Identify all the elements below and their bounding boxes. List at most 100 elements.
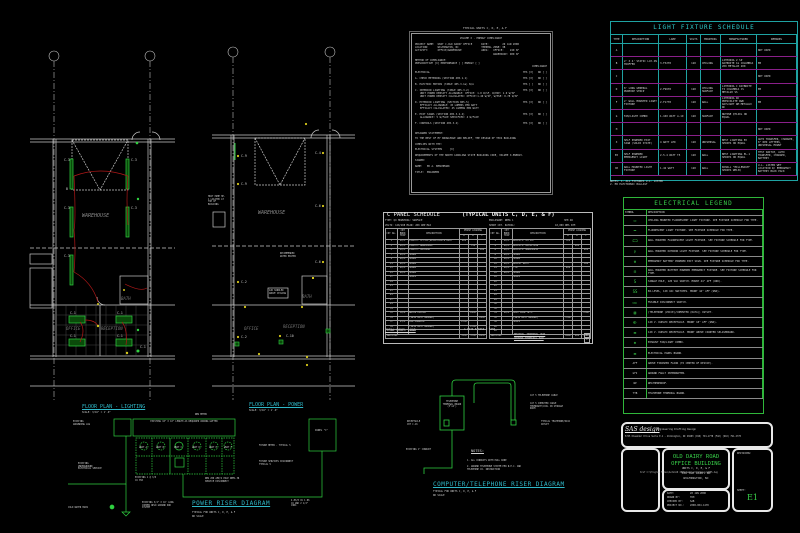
phase-c: C xyxy=(581,233,591,240)
note-item: NOTES: 1. ALL FIXTURES U.L. LISTED xyxy=(610,180,664,183)
project-address-1: 306 OLD DAIRY RD xyxy=(681,471,711,475)
legend-description: (TELEPHONE (VOICE)/COMPUTER (DATA)) OUTL… xyxy=(646,307,763,318)
firm-info-box: SAS design Engineering Drafting Design 5… xyxy=(621,422,773,448)
lighting-switches xyxy=(96,289,129,355)
circuit-tag: C-9 xyxy=(241,154,247,158)
future-disconnect-label: FUTURE SERVICES DISCONNECT TYPICAL 5 xyxy=(259,460,294,466)
voice-data-outlet-icon: ▧ xyxy=(633,309,637,315)
grid-bubble xyxy=(324,46,336,58)
fixture-remarks: EB xyxy=(756,56,797,71)
subtotal-label: SUBTOTAL xyxy=(385,333,460,339)
fixture-remarks: NOT USED xyxy=(756,43,797,58)
fixture-description xyxy=(622,43,659,58)
fixture-remarks: NOT USED xyxy=(756,69,797,84)
legend-description: ELECTRICAL PANEL BOARD. xyxy=(646,347,763,359)
lighting-plan-title: FLOOR PLAN - LIGHTING xyxy=(82,404,146,410)
light-fixture-notes: NOTES: 1. ALL FIXTURES U.L. LISTED 2. EB… xyxy=(610,180,663,186)
circuit-tag: C-2 xyxy=(241,335,247,339)
data-outlets xyxy=(234,328,331,347)
fixture-volts: 120 xyxy=(686,56,701,71)
fixture-volts xyxy=(686,122,701,137)
fixture-type: F xyxy=(611,96,623,110)
fixture-remarks: EB xyxy=(756,83,797,97)
compliance-line: TO THE BEST OF MY KNOWLEDGE AND BELIEF, … xyxy=(415,137,516,141)
circuit-tag: C-10 xyxy=(286,334,294,338)
compliance-item-text: C. INTERIOR LIGHTING (TABLE 405.3.2) xyxy=(415,88,470,92)
compliance-header: COMPLIANCE xyxy=(531,65,547,69)
fixture-manufacturer xyxy=(720,122,757,137)
exhaust-fan-icon: ◈ xyxy=(633,340,637,346)
compliance-item-detail: EFFICACY CALCULATED: 45 LUMENS PER WATT xyxy=(420,106,479,110)
legend-table: SYMBOL DESCRIPTION ▭ CEILING MOUNTED FLU… xyxy=(624,210,763,400)
service-disconnect-label: NEW 200 AMP/2 POLE NEMA 3R SERVICE DISCO… xyxy=(205,477,240,483)
compliance-item-status: YES [X] NO [ ] xyxy=(522,88,547,92)
telephone-riser-title: COMPUTER/TELEPHONE RISER DIAGRAM xyxy=(433,481,565,488)
wiring-gutter-label: EXISTING 10" X 10" LENGTH AS REQUIRED WI… xyxy=(150,420,218,423)
project-info-box: DATE: 20 JAN 2008 DRAWN BY: TRH CHECKED … xyxy=(662,489,730,512)
fixture-type: EX xyxy=(611,149,623,163)
fixture-description: SELF POWERED EMERGENCY LIGHT xyxy=(622,149,659,163)
electrical-legend-title: ELECTRICAL LEGEND xyxy=(624,198,763,210)
room-label-bath: BATH xyxy=(121,296,131,301)
legend-row: ▭▸ FUSIBLE DISCONNECT SWITCH. xyxy=(624,297,763,308)
fixture-lamp xyxy=(658,43,687,58)
lighting-plan-walls xyxy=(29,131,175,387)
emergency-fixture-icon: ⊟ xyxy=(633,269,637,275)
fixture-volts: 120 xyxy=(686,162,701,176)
room-label-reception: RECEPTION xyxy=(283,324,305,329)
date-label: DATE: xyxy=(667,492,675,495)
abbrev-wp: WP xyxy=(633,382,637,386)
cat5-phone-label: CAT 5 TELEPHONE CABLE xyxy=(530,394,558,397)
power-receptacles xyxy=(236,122,325,367)
legend-description: WALL MOUNTED BATTERY POWERED EMERGENCY F… xyxy=(646,266,763,278)
air-handler-callout: AIR HANDLER ABOVE CEILING xyxy=(269,289,287,295)
receptacle-label: RECEPTACLE CKT C-16 xyxy=(407,420,421,426)
fixture-mounting xyxy=(700,69,721,84)
fixture-description: WALL MOUNTED LIGHT FIXTURE xyxy=(622,162,659,176)
legend-description: GROUND FAULT INTERRUPTER. xyxy=(646,368,763,380)
fixture-lamp: 1-100 WATT A-19 xyxy=(658,109,687,124)
compliance-item-detail: UNIT POWER DENSITY CALCULATED: OFFICE:1.… xyxy=(420,94,518,98)
panel-subtotal-row: SUBTOTAL 3550 5750 2430 xyxy=(385,333,487,339)
power-plan-walls xyxy=(212,129,355,387)
power-plan-title: FLOOR PLAN - POWER xyxy=(249,402,304,408)
compliance-line: ELECTRICAL SYSTEMS [X] xyxy=(415,148,455,152)
fixture-lamp: 2-F17T8 xyxy=(658,96,687,110)
water-heater-callout: RECOMMENDED WATER HEATER xyxy=(280,252,296,258)
circuit-tag: C-1 xyxy=(70,334,76,338)
troffer-fixture xyxy=(115,338,133,347)
subtotal-a: 3550 xyxy=(459,333,469,339)
electrical-legend: ELECTRICAL LEGEND SYMBOL DESCRIPTION ▭ C… xyxy=(623,197,764,414)
legend-col-description: DESCRIPTION xyxy=(646,210,763,216)
notes-title: NOTES: xyxy=(471,449,484,453)
fixture-remarks: TEST SWITCH, AUTO TRANSFER, CHARGER, BAT… xyxy=(756,149,797,163)
sheet-number: E1 xyxy=(747,493,758,502)
room-label-office: OFFICE xyxy=(244,326,259,331)
wall-fluorescent-icon: ⊏⊐ xyxy=(632,238,638,244)
compliance-item: A. CHECK METERING (SECTION 405.1.1) YES … xyxy=(415,77,547,80)
column-grid-lines xyxy=(48,46,336,400)
compliance-item-detail: UNIT POWER DENSITY ALLOWABLE: OFFICE: 1.… xyxy=(420,91,515,95)
legend-description: CEILING MOUNTED FLUORESCENT LIGHT FIXTUR… xyxy=(646,215,763,227)
fixture-type: G xyxy=(611,109,623,124)
grid-bubble xyxy=(144,50,156,62)
compliance-item: E. EXIT SIGNS (SECTION 405.3.2.4) YES [X… xyxy=(415,113,547,119)
fixture-type-tag: B xyxy=(66,187,68,191)
compliance-item-text: F. CONTROLS (SECTION 405.3.4) xyxy=(415,121,459,125)
subtotal-b: 900 xyxy=(572,333,582,339)
legend-row: TTB TELEPHONE TERMINAL BOARD. xyxy=(624,388,763,400)
panel-schedule-typical: (TYPICAL UNITS C, D, E, & F) xyxy=(462,212,555,218)
fixture-manufacturer xyxy=(720,69,757,84)
checked-by-value: SAB xyxy=(690,500,695,503)
panel-header-row: CKT No. CKT BRKR TRIP DESCRIPTION PHASE … xyxy=(385,228,487,240)
panel-subtotal-row: SUBTOTAL 2680 900 3020 xyxy=(489,333,591,339)
fixture-manufacturer: LITHONIA WC PRESCOLITE WWD DAYLIGHT WM M… xyxy=(720,96,757,110)
fixture-col-volts: VOLTS xyxy=(686,35,701,44)
room-label-warehouse: WAREHOUSE xyxy=(258,210,286,216)
telephone-riser-diagram xyxy=(423,379,517,474)
panel-col-ckt: CKT No. xyxy=(385,228,398,240)
